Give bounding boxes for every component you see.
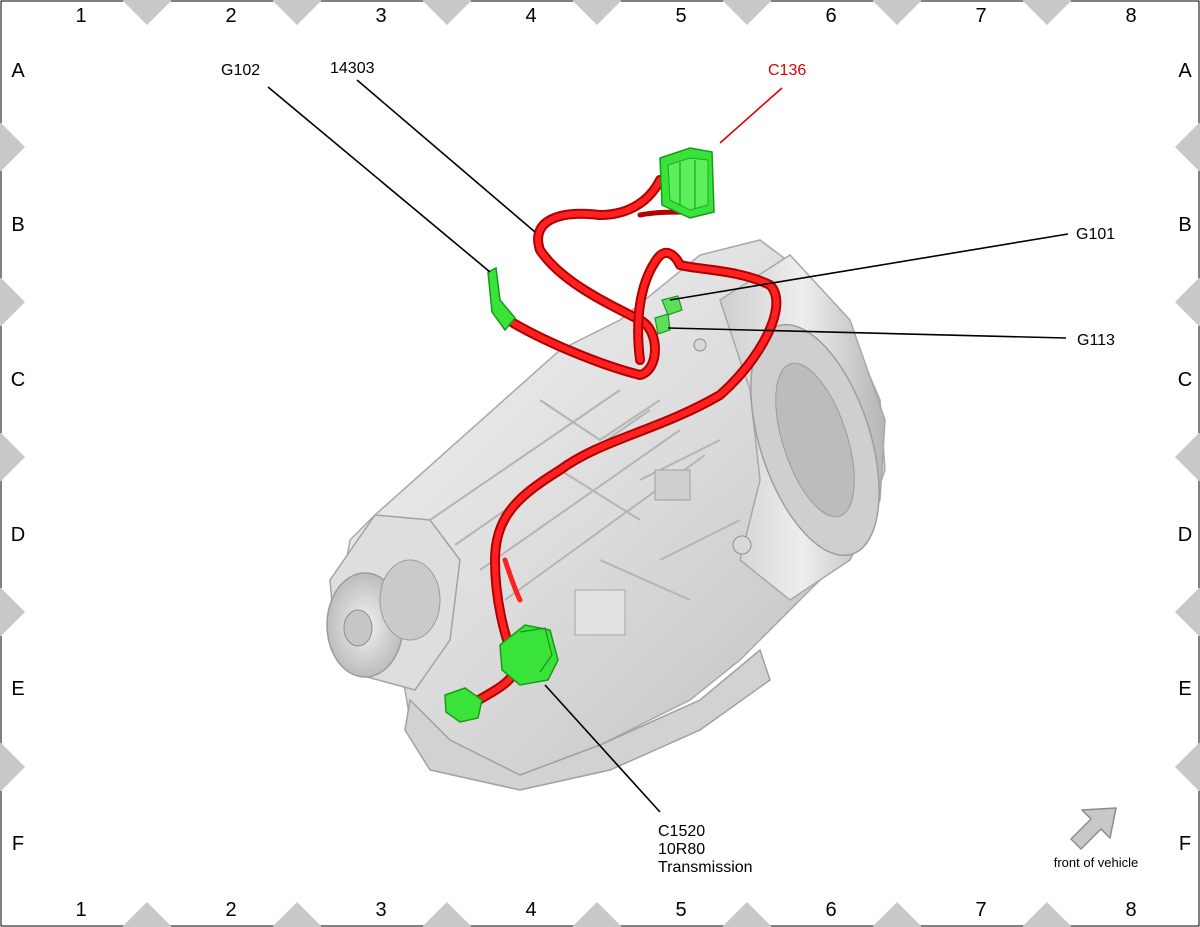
column-label: 5 xyxy=(675,5,686,27)
wiring-harness-14303 xyxy=(465,173,782,710)
oil-pan xyxy=(404,648,771,791)
row-label: C xyxy=(11,369,25,391)
column-labels-bottom: 1 2 3 4 5 6 7 8 xyxy=(75,899,1136,921)
connector-c1520 xyxy=(444,624,559,723)
leader-14303 xyxy=(356,79,536,233)
callout-g101: G101 xyxy=(1076,226,1115,243)
callout-g102: G102 xyxy=(221,62,260,79)
connector-c136 xyxy=(659,147,715,219)
row-label: D xyxy=(1178,524,1192,546)
ground-g102 xyxy=(487,266,516,332)
leader-c136 xyxy=(719,87,783,144)
ground-g101 xyxy=(661,295,683,316)
row-label: B xyxy=(1178,214,1191,236)
callout-c1520-component: Transmission xyxy=(658,859,753,876)
row-labels-left: A B C D E F xyxy=(11,60,26,855)
column-label: 7 xyxy=(975,5,986,27)
leader-g113 xyxy=(667,327,1067,339)
transmission-illustration xyxy=(326,239,886,791)
column-label: 8 xyxy=(1125,5,1136,27)
callout-c1520-model: 10R80 xyxy=(658,841,705,858)
row-label: E xyxy=(1178,678,1191,700)
row-label: A xyxy=(1178,60,1192,82)
column-label: 1 xyxy=(75,899,86,921)
row-label: B xyxy=(11,214,24,236)
leader-g101 xyxy=(669,233,1069,301)
callout-c1520-id: C1520 xyxy=(658,823,705,840)
column-label: 1 xyxy=(75,5,86,27)
leader-c1520 xyxy=(544,684,661,813)
leader-lines xyxy=(267,79,1069,813)
row-labels-right: A B C D E F xyxy=(1178,60,1193,855)
column-labels-top: 1 2 3 4 5 6 7 8 xyxy=(75,5,1136,27)
arrow-icon xyxy=(1070,807,1117,850)
callout-g113: G113 xyxy=(1077,332,1115,349)
row-label: F xyxy=(1179,833,1191,855)
ground-g113 xyxy=(654,313,671,335)
column-label: 8 xyxy=(1125,899,1136,921)
row-label: E xyxy=(11,678,24,700)
orientation-label: front of vehicle xyxy=(1054,855,1139,870)
leader-g102 xyxy=(267,86,491,273)
row-label: A xyxy=(11,60,25,82)
callout-c136: C136 xyxy=(768,62,806,79)
bolt-boss xyxy=(732,535,752,555)
column-label: 6 xyxy=(825,899,836,921)
callout-14303: 14303 xyxy=(330,60,375,77)
column-label: 5 xyxy=(675,899,686,921)
column-label: 3 xyxy=(375,5,386,27)
row-label: F xyxy=(12,833,24,855)
column-label: 2 xyxy=(225,5,236,27)
column-label: 4 xyxy=(525,5,536,27)
row-label: D xyxy=(11,524,25,546)
row-label: C xyxy=(1178,369,1192,391)
column-label: 7 xyxy=(975,899,986,921)
orientation-indicator: front of vehicle xyxy=(1054,807,1139,870)
column-label: 2 xyxy=(225,899,236,921)
column-label: 6 xyxy=(825,5,836,27)
column-label: 4 xyxy=(525,899,536,921)
column-label: 3 xyxy=(375,899,386,921)
